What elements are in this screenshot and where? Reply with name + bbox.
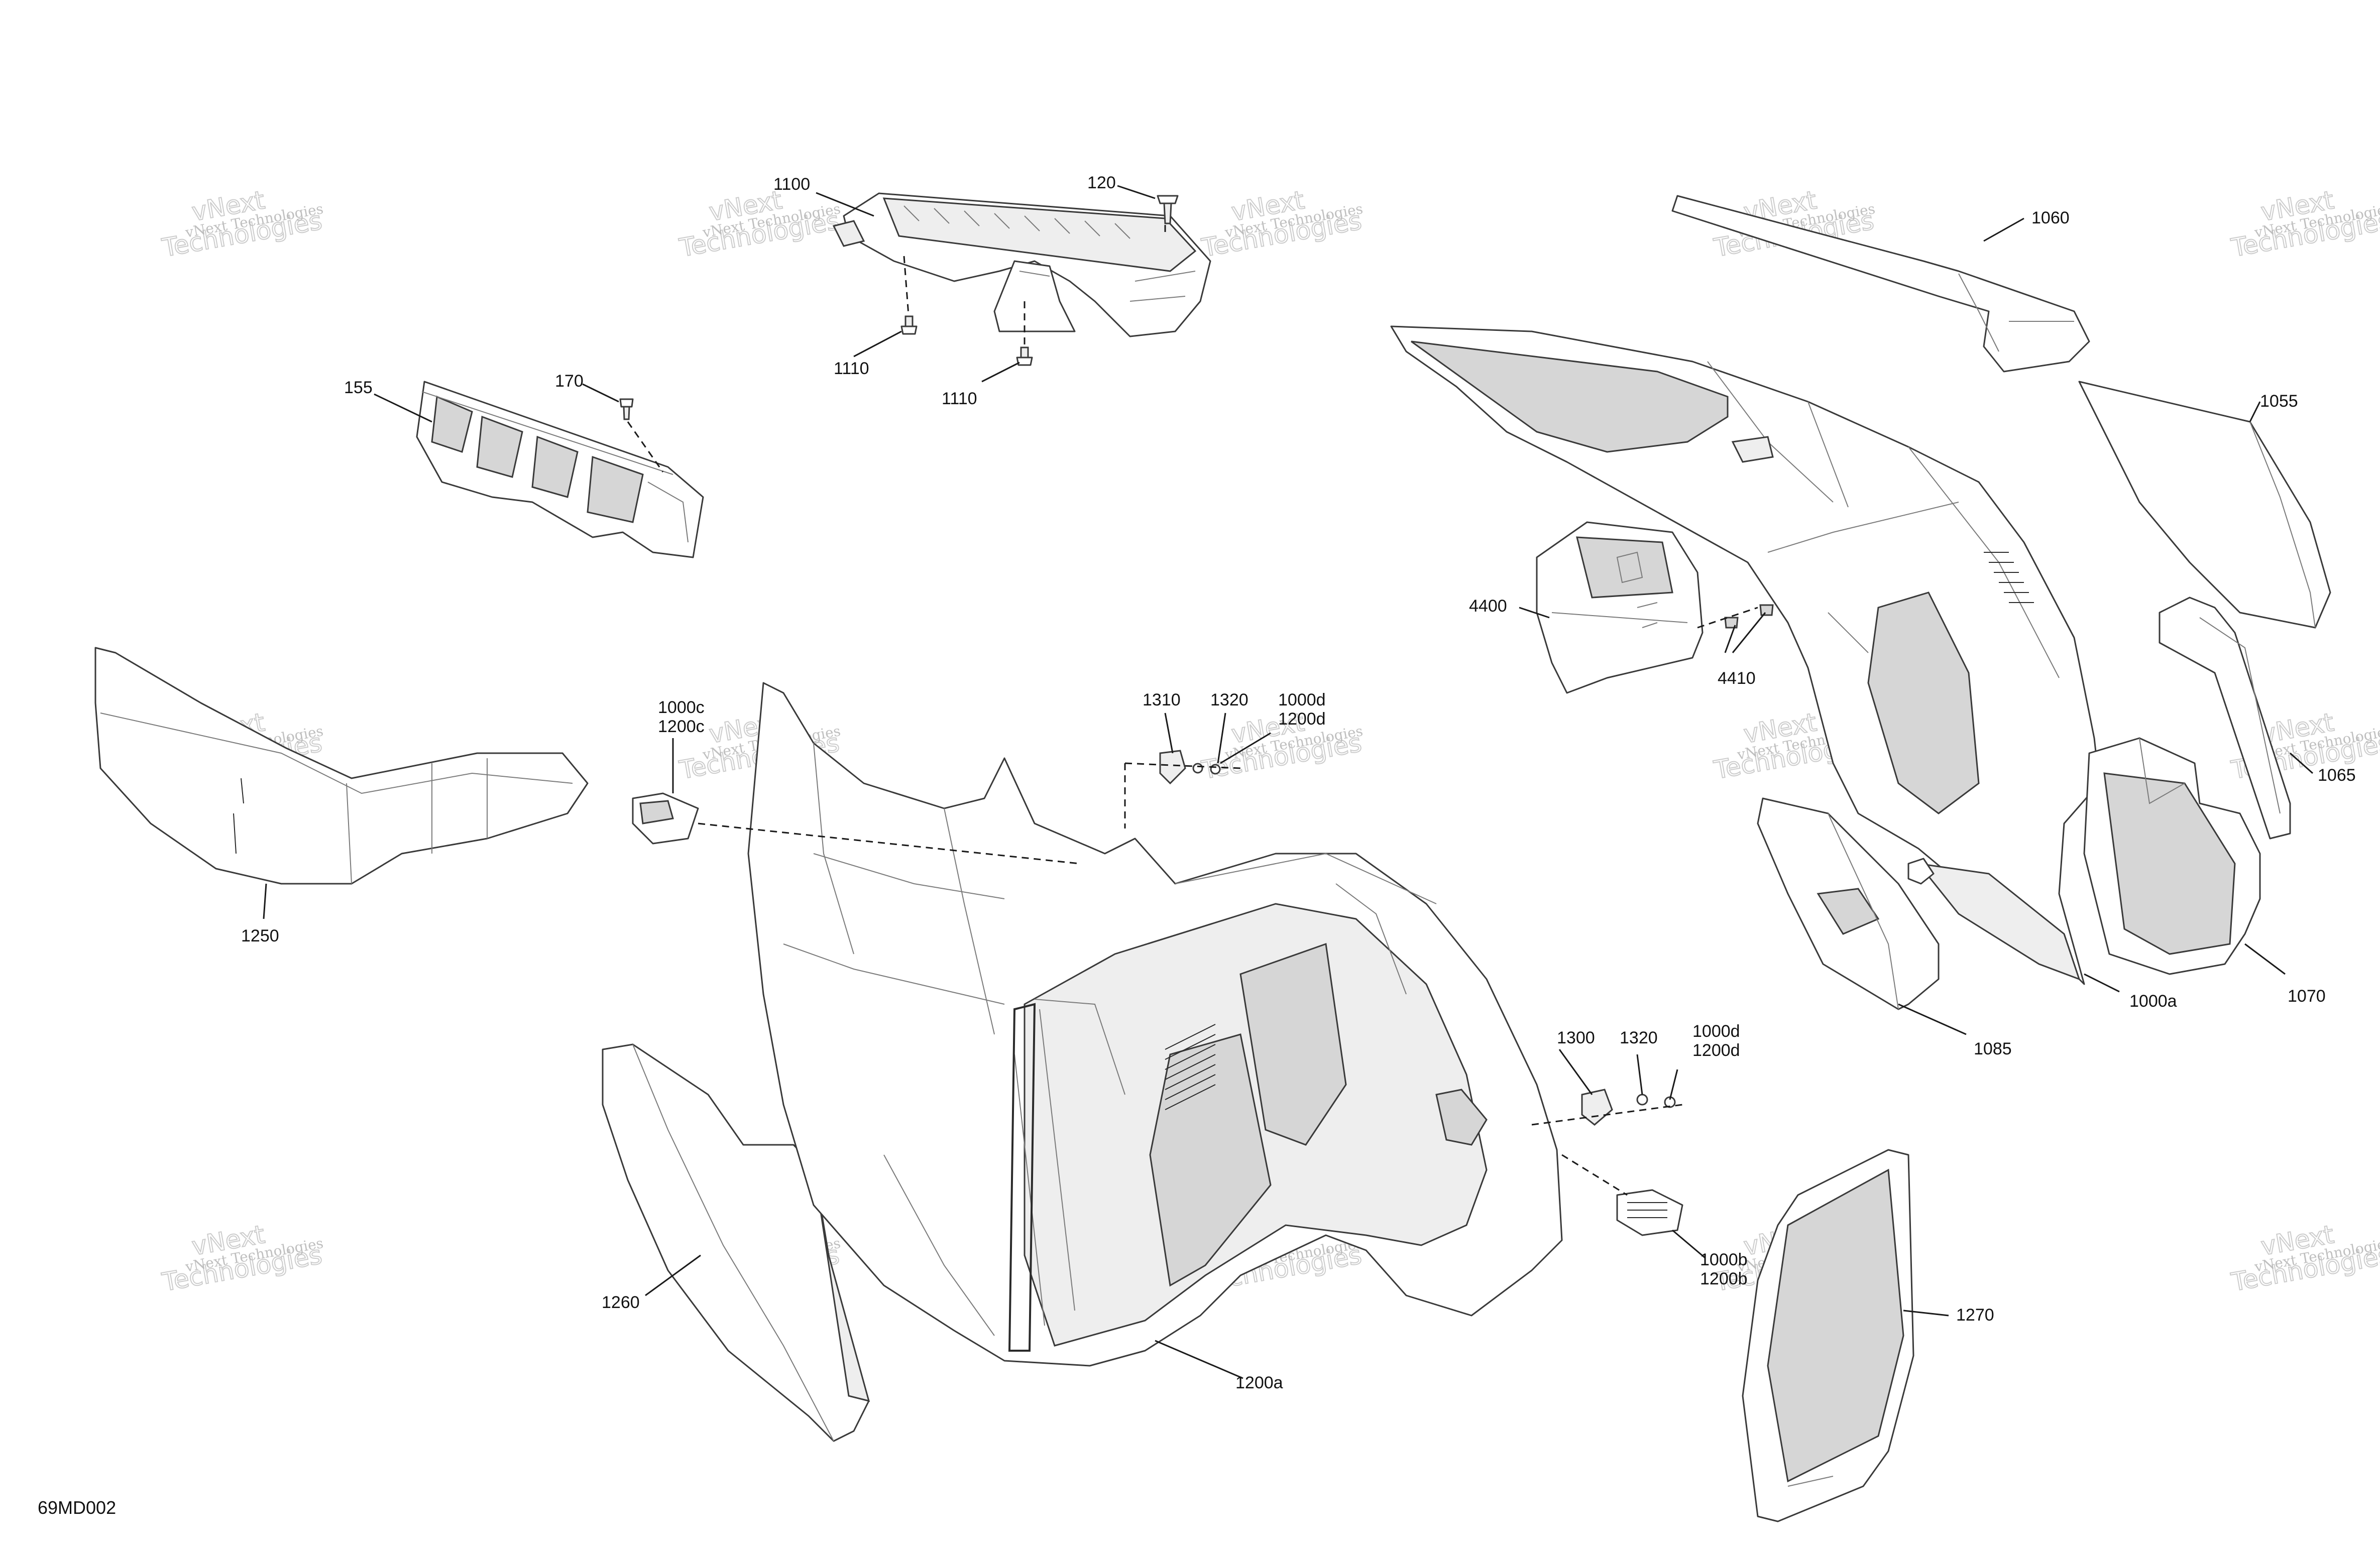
- part-1000b-lamp: [1616, 1189, 1683, 1236]
- callout-1055: 1055: [2260, 392, 2298, 411]
- screw-170: [619, 398, 634, 420]
- leader-lines: [263, 185, 2313, 1379]
- callout-1110-b: 1110: [942, 389, 977, 408]
- callout-1200c: 1200c: [658, 717, 705, 736]
- part-4400-module: [1536, 521, 1704, 694]
- callout-155: 155: [344, 378, 373, 397]
- fastener-4410-b: [1759, 604, 1774, 616]
- watermark-2: vNext Technologies vNext Technologies: [676, 185, 842, 263]
- callout-1300: 1300: [1557, 1028, 1595, 1047]
- part-1070-cover: [2083, 737, 2261, 975]
- callout-1070: 1070: [2288, 987, 2326, 1006]
- dash-1000c: [698, 822, 1080, 865]
- part-1085-panel: [1757, 797, 1940, 1010]
- callout-labels: 1100 120 1110 1110 155 170 1060 1055 440…: [241, 173, 2356, 1392]
- screw-1110-b: [1016, 346, 1033, 366]
- callout-1200d-b: 1200d: [1692, 1041, 1740, 1060]
- watermark-15: vNext Technologies vNext Technologies: [2228, 1219, 2380, 1297]
- fastener-1300: [1581, 1089, 1676, 1126]
- part-1000a-right-body: [1390, 325, 2100, 985]
- callout-1000d-a: 1000d: [1278, 690, 1326, 709]
- callout-1200d-a: 1200d: [1278, 709, 1326, 729]
- callout-1000c: 1000c: [658, 698, 705, 717]
- screw-1110-a: [900, 315, 918, 335]
- watermark-11: vNext Technologies vNext Technologies: [159, 1219, 324, 1297]
- part-155-bracket: [416, 381, 704, 558]
- callout-4400: 4400: [1469, 597, 1507, 616]
- callout-1000a: 1000a: [2129, 992, 2177, 1011]
- part-1200a-main-body: [747, 682, 1563, 1367]
- part-1065-strip: [2159, 597, 2291, 840]
- callout-1200b: 1200b: [1700, 1269, 1748, 1288]
- dash-1000b: [1561, 1154, 1628, 1196]
- callout-4410: 4410: [1718, 669, 1756, 688]
- callout-170: 170: [555, 372, 584, 391]
- part-1270-panel: [1742, 1149, 1914, 1522]
- diagram-code: 69MD002: [38, 1497, 116, 1518]
- callout-1310: 1310: [1143, 690, 1181, 709]
- watermark-5: vNext Technologies vNext Technologies: [2228, 185, 2380, 263]
- part-1000c-lamp: [632, 792, 699, 845]
- fastener-1310: [1159, 750, 1221, 785]
- part-1250-strip: [94, 647, 589, 885]
- callout-1250: 1250: [241, 926, 279, 945]
- screw-120: [1157, 195, 1179, 224]
- callout-1260: 1260: [602, 1293, 640, 1312]
- callout-1110-a: 1110: [834, 359, 869, 378]
- watermark-1: vNext Technologies vNext Technologies: [159, 185, 324, 263]
- callout-1100: 1100: [773, 175, 810, 194]
- part-1055-panel: [2078, 381, 2331, 629]
- callout-120: 120: [1087, 173, 1116, 192]
- callout-1060: 1060: [2031, 208, 2070, 227]
- dash-4410: [1697, 607, 1758, 629]
- part-1060-panel: [1671, 195, 2090, 373]
- callout-1200a: 1200a: [1235, 1373, 1283, 1392]
- fastener-4410-a: [1724, 617, 1739, 629]
- fastener-1000a: [1907, 858, 1935, 885]
- dash-1300: [1531, 1104, 1683, 1126]
- callout-1320-a: 1320: [1210, 690, 1249, 709]
- part-1100-console: [832, 192, 1211, 337]
- callout-1270: 1270: [1956, 1305, 1994, 1325]
- dash-170: [627, 421, 664, 472]
- callout-1065: 1065: [2318, 766, 2356, 785]
- callout-1320-b: 1320: [1620, 1028, 1658, 1047]
- watermark-3: vNext Technologies vNext Technologies: [1199, 185, 1364, 263]
- callout-1000b: 1000b: [1700, 1250, 1748, 1269]
- callout-1085: 1085: [1974, 1039, 2012, 1058]
- callout-1000d-b: 1000d: [1692, 1022, 1740, 1041]
- dash-1310: [1124, 762, 1241, 828]
